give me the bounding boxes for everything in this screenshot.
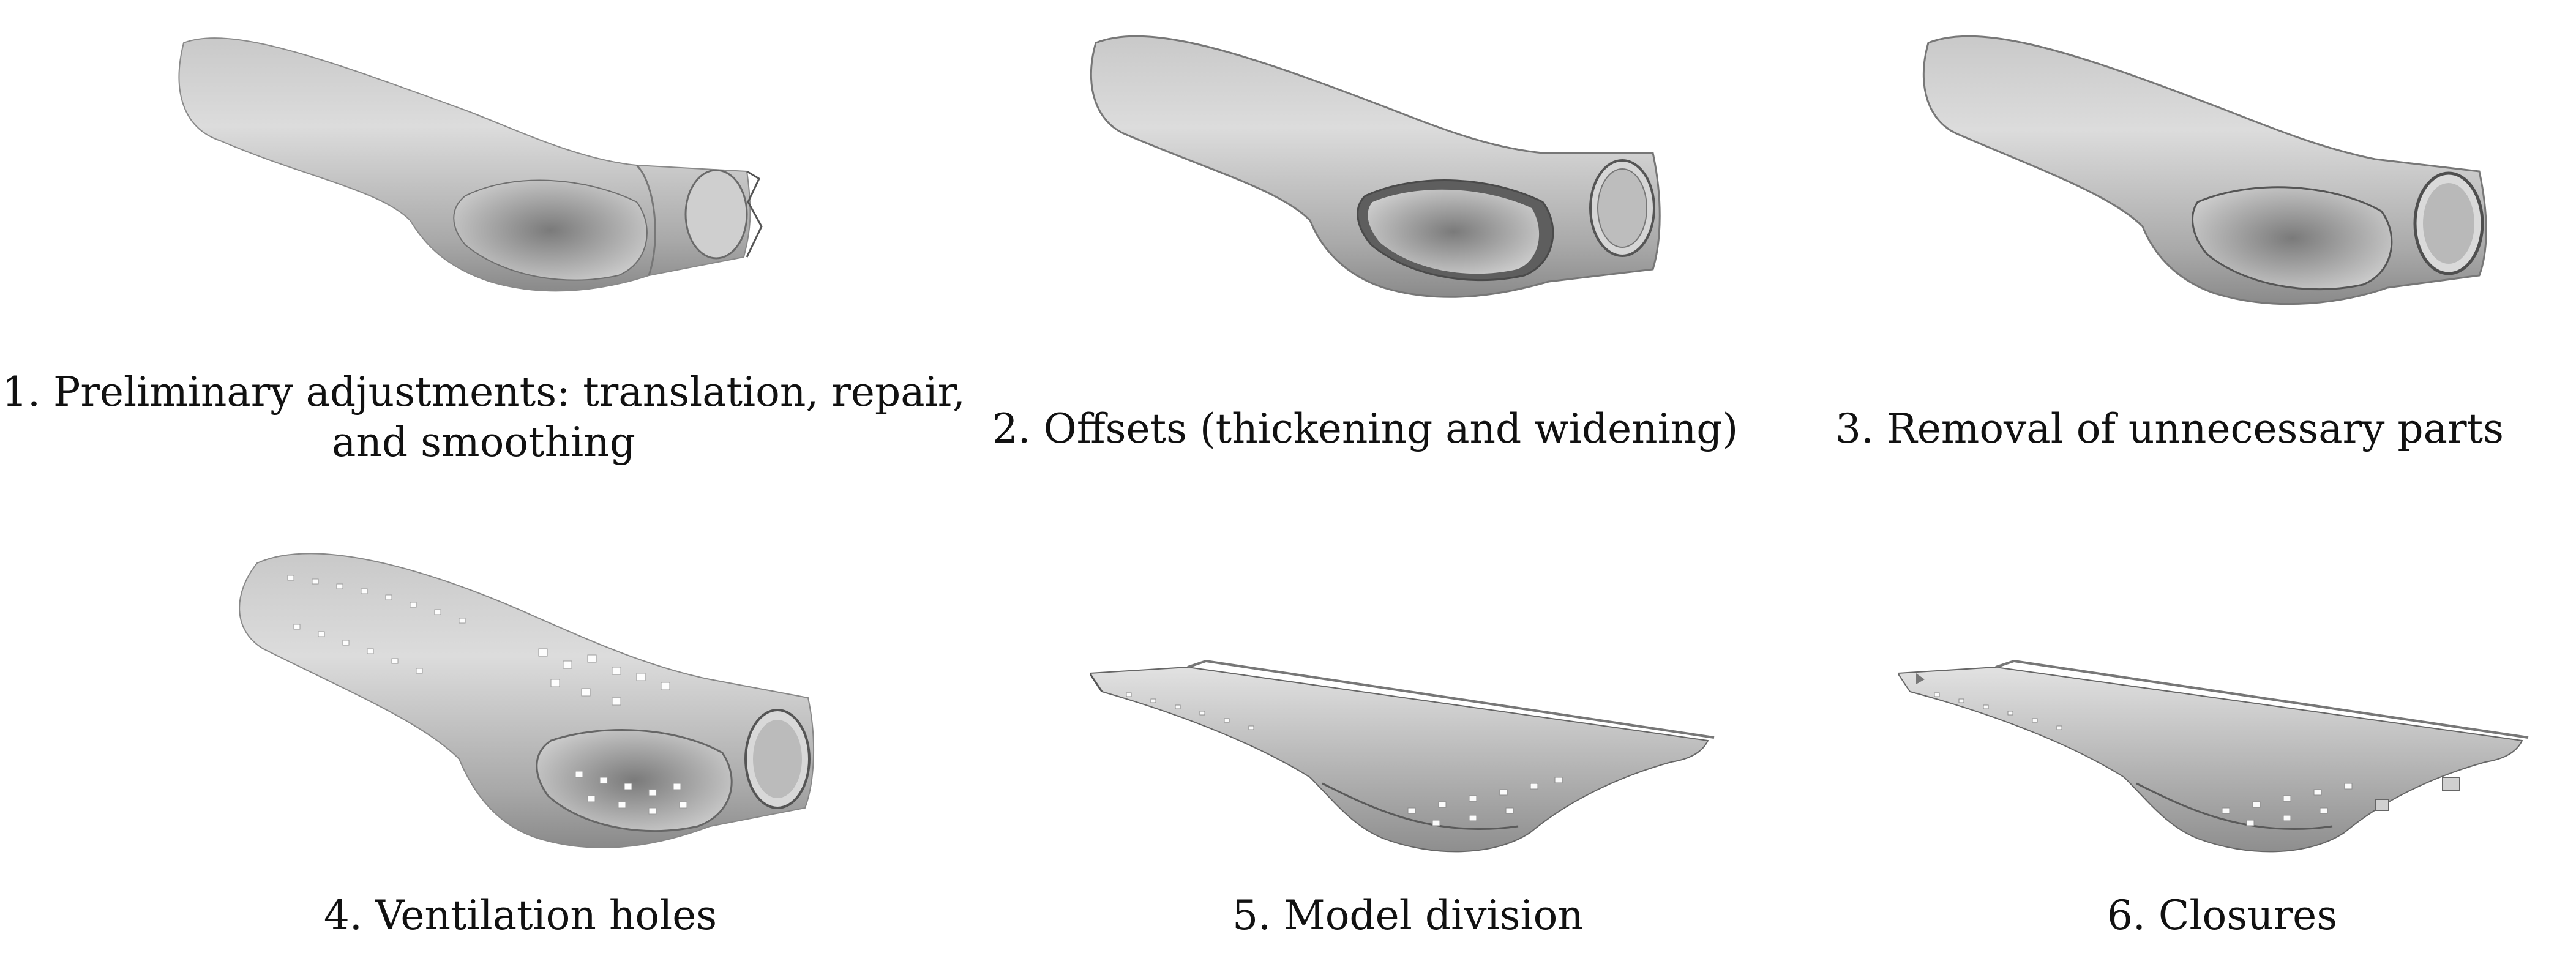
step-3-caption: 3. Removal of unnecessary parts [1835, 405, 2504, 452]
step-6-model-image [1898, 659, 2529, 853]
step-3-panel [1910, 18, 2498, 312]
step-4-caption: 4. Ventilation holes [323, 892, 717, 939]
step-1-panel [147, 18, 784, 312]
step-4-model-image [239, 553, 815, 848]
step-5-model-image [1090, 659, 1715, 853]
step-5-caption: 5. Model division [1232, 892, 1584, 939]
step-2-model-image [1090, 35, 1661, 298]
step-3-model-image [1922, 35, 2487, 305]
step-6-caption: 6. Closures [2106, 892, 2338, 939]
step-1-caption: 1. Preliminary adjustments: translation,… [2, 368, 965, 466]
step-4-panel [220, 539, 820, 869]
step-2-caption: 2. Offsets (thickening and widening) [992, 405, 1739, 452]
step-5-panel [1090, 655, 1720, 863]
step-2-panel [1077, 18, 1665, 306]
step-6-panel [1898, 655, 2534, 863]
step-1-model-image [178, 37, 763, 292]
